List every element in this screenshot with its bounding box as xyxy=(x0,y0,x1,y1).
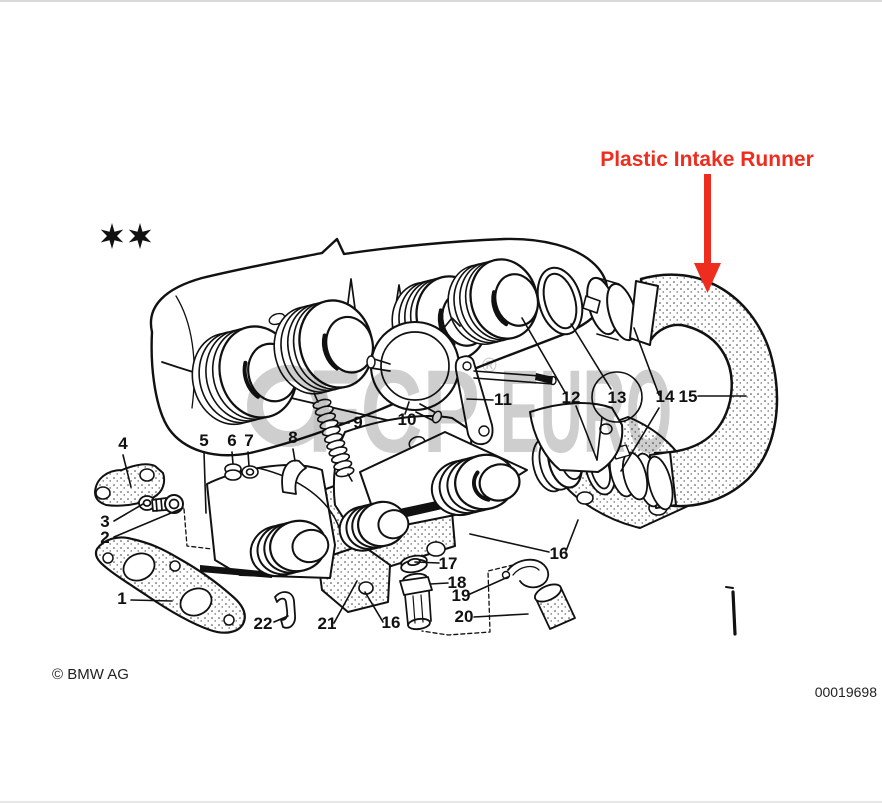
part-label-16-bottom: 16 xyxy=(382,613,401,632)
part-label-15: 15 xyxy=(679,387,698,406)
part-label-3: 3 xyxy=(100,512,109,531)
part-7-nut xyxy=(241,465,259,479)
part-label-11: 11 xyxy=(494,390,512,409)
part-15-plastic-intake-runner xyxy=(629,273,779,511)
annotation-label: Plastic Intake Runner xyxy=(600,148,814,171)
part-label-18: 18 xyxy=(448,573,467,592)
part-6-washer xyxy=(224,463,242,481)
lower-manifold-housings xyxy=(200,402,624,579)
part-label-20: 20 xyxy=(455,607,474,626)
part-number-labels: 1 2 3 4 5 6 7 8 9 10 11 12 13 14 15 16 1… xyxy=(100,387,697,633)
annotation-group: Plastic Intake Runner xyxy=(600,148,814,293)
watermark-text-euro: EURO xyxy=(500,346,672,478)
upper-oring-and-clamp xyxy=(536,266,638,342)
quality-stars-mark xyxy=(100,223,152,249)
part-19-hose-clamp xyxy=(501,558,550,589)
reference-tick-mark xyxy=(725,586,737,636)
part-8-bracket xyxy=(281,459,307,495)
part-21-corner-plate xyxy=(317,544,391,613)
watermark-text-fcp: FCP xyxy=(308,346,480,478)
part-label-13: 13 xyxy=(608,388,627,407)
leader-lines xyxy=(113,317,747,636)
part-label-16-right: 16 xyxy=(550,544,569,563)
part-13-balloon-circle xyxy=(591,371,643,423)
part-label-5: 5 xyxy=(199,431,208,450)
part-label-14: 14 xyxy=(656,387,675,406)
star-icon xyxy=(128,223,152,249)
registered-trademark-icon: ® xyxy=(482,355,497,377)
part-22-clip xyxy=(274,591,296,629)
part-label-10: 10 xyxy=(398,410,417,429)
annotation-arrow-icon xyxy=(694,174,721,293)
part-label-1: 1 xyxy=(117,589,126,608)
part-label-12: 12 xyxy=(562,388,581,407)
part-label-9: 9 xyxy=(353,413,362,432)
part-18-valve xyxy=(399,572,433,631)
star-icon xyxy=(100,223,124,249)
part-label-4: 4 xyxy=(118,434,128,453)
part-1-gasket xyxy=(94,536,246,634)
part-label-2: 2 xyxy=(100,528,109,547)
part-label-21: 21 xyxy=(318,614,337,633)
watermark-logo-icon xyxy=(247,365,329,447)
part-label-7: 7 xyxy=(244,431,253,450)
part-label-6: 6 xyxy=(227,431,236,450)
part-label-22: 22 xyxy=(254,614,273,633)
diagram-number: 00019698 xyxy=(815,684,878,700)
part-label-17: 17 xyxy=(439,554,458,573)
part-20-cap xyxy=(533,583,576,630)
part-2-bolt xyxy=(151,494,184,514)
part-label-19: 19 xyxy=(452,586,471,605)
copyright-text: © BMW AG xyxy=(52,666,129,683)
watermark: FCP ® EURO xyxy=(247,346,672,478)
part-11-rod-and-lever xyxy=(454,355,557,446)
